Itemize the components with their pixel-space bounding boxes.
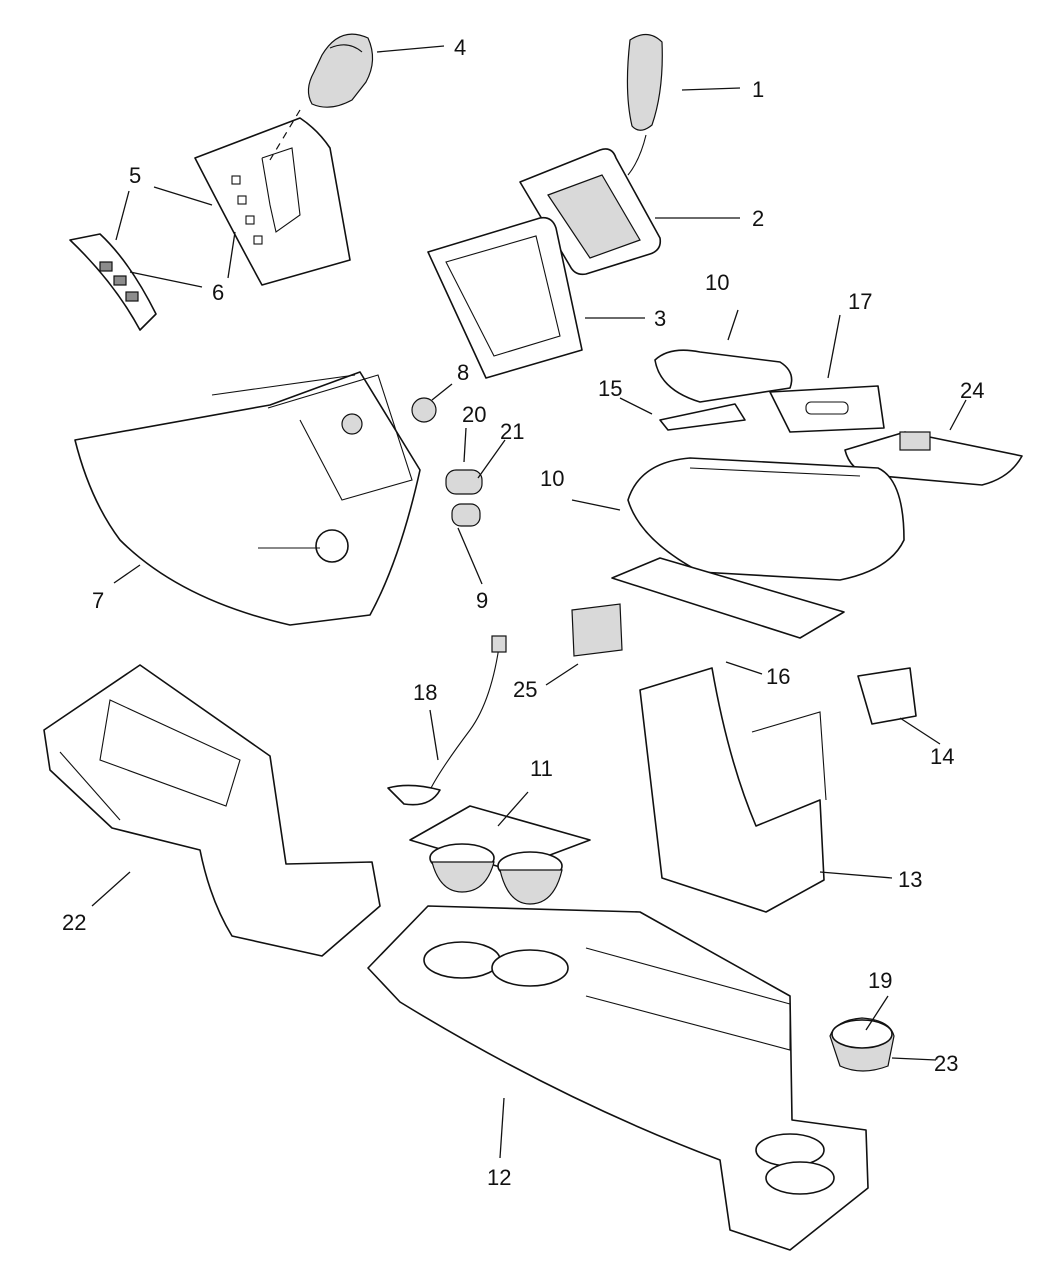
callout-17: 17 bbox=[848, 289, 872, 314]
callout-18: 18 bbox=[413, 680, 437, 705]
part-20-21-power-outlet bbox=[445, 469, 483, 527]
part-13-storage-bin bbox=[639, 667, 827, 913]
callout-11: 11 bbox=[530, 756, 553, 781]
callout-22: 22 bbox=[62, 910, 86, 935]
callout-19: 19 bbox=[868, 968, 892, 993]
callout-23: 23 bbox=[934, 1051, 958, 1076]
part-15-hinge bbox=[659, 403, 746, 431]
part-24-tray bbox=[844, 431, 1023, 486]
part-armrest-base-plate bbox=[611, 557, 845, 639]
part-7-upper-console bbox=[74, 371, 421, 626]
part-17-latch bbox=[769, 385, 885, 433]
leader-lines bbox=[91, 45, 967, 1159]
callout-14: 14 bbox=[930, 744, 954, 769]
callout-1: 1 bbox=[752, 77, 764, 102]
callout-4: 4 bbox=[454, 35, 466, 60]
callout-5a: 5 bbox=[129, 163, 141, 188]
callout-7: 7 bbox=[92, 588, 104, 613]
part-12-floor-console bbox=[367, 905, 869, 1251]
part-19-23-ashtray-cup bbox=[829, 1017, 895, 1072]
callout-6a: 6 bbox=[212, 280, 224, 305]
callout-12: 12 bbox=[487, 1165, 511, 1190]
part-25-switch bbox=[571, 603, 623, 657]
callout-13: 13 bbox=[898, 867, 922, 892]
part-14-bracket bbox=[857, 667, 917, 725]
part-10-armrest-body bbox=[627, 457, 905, 581]
part-3-manual-bezel bbox=[427, 216, 583, 379]
part-2-shift-boot bbox=[519, 148, 662, 276]
callout-3: 3 bbox=[654, 306, 666, 331]
callout-24: 24 bbox=[960, 378, 984, 403]
callout-15: 15 bbox=[598, 376, 622, 401]
callout-20: 20 bbox=[462, 402, 486, 427]
callout-25: 25 bbox=[513, 677, 537, 702]
part-5-switch-strip bbox=[69, 233, 157, 331]
part-10-armrest-lid bbox=[654, 349, 793, 403]
callout-10a: 10 bbox=[705, 270, 729, 295]
part-8-plug bbox=[411, 397, 437, 423]
part-22-console-frame bbox=[43, 664, 381, 957]
callout-16: 16 bbox=[766, 664, 790, 689]
callout-10b: 10 bbox=[540, 466, 564, 491]
part-4-shift-knob bbox=[307, 33, 374, 108]
callout-9: 9 bbox=[476, 588, 488, 613]
part-11-cup-holder-insert bbox=[409, 805, 591, 905]
part-6-shifter-bezel bbox=[194, 109, 351, 286]
part-1-manual-shift-knob bbox=[626, 33, 663, 176]
part-18-wire-harness bbox=[387, 635, 507, 806]
callout-labels: 1 2 3 4 5 5 6 6 7 8 9 10 10 11 12 13 14 … bbox=[62, 35, 984, 1190]
callout-8: 8 bbox=[457, 360, 469, 385]
callout-21: 21 bbox=[500, 419, 524, 444]
callout-2: 2 bbox=[752, 206, 764, 231]
